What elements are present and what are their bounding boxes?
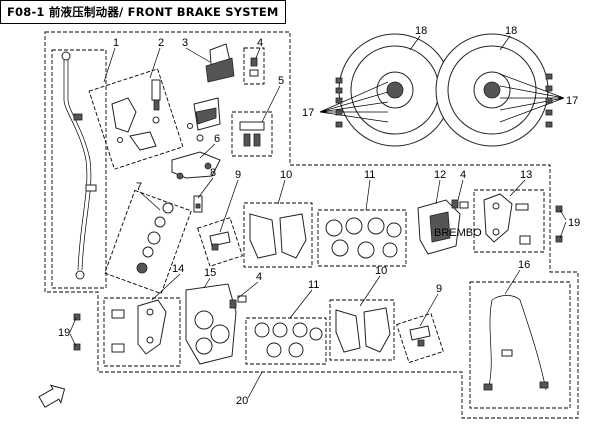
part-1-brake-hose (61, 51, 97, 280)
group-box-piston-kit-7 (104, 189, 192, 295)
part-4c-bolt (229, 295, 247, 309)
callout-11b: 11 (308, 279, 319, 291)
part-5-brake-switch (239, 121, 265, 147)
callout-3: 3 (182, 37, 188, 49)
group-box-pin-9b (396, 312, 444, 364)
part-18-brake-disc-right (435, 33, 549, 147)
callout-10a: 10 (280, 169, 292, 181)
group-box-hose-16 (469, 281, 571, 409)
part-3-reservoir (187, 43, 235, 142)
callout-17b: 17 (566, 95, 578, 107)
callout-6: 6 (214, 133, 220, 145)
callout-4a: 4 (257, 37, 263, 49)
part-19b-bolts (73, 313, 81, 351)
part-12-caliper: BREMBO (417, 199, 482, 255)
group-box-hose-1 (51, 49, 107, 289)
callout-18b: 18 (505, 25, 517, 37)
callout-1: 1 (113, 37, 119, 49)
part-6-clamp (171, 151, 221, 180)
callout-11a: 11 (364, 169, 375, 181)
callout-5: 5 (278, 75, 284, 87)
callout-10b: 10 (375, 265, 387, 277)
callout-14: 14 (172, 263, 184, 275)
callout-8: 8 (210, 167, 216, 179)
group-box-master-cylinder (88, 68, 184, 170)
svg-text:BREMBO: BREMBO (434, 227, 482, 239)
callout-7: 7 (136, 181, 142, 193)
part-8-bleeder (193, 195, 203, 213)
callout-4b: 4 (460, 169, 466, 181)
callout-20: 20 (236, 395, 248, 407)
callout-19b: 19 (58, 327, 70, 339)
leader-lines (69, 35, 567, 399)
callout-9a: 9 (235, 169, 241, 181)
callout-17a: 17 (302, 107, 314, 119)
part-10b-brake-pads (335, 307, 391, 353)
callout-12: 12 (434, 169, 446, 181)
group-box-seals-11a (317, 209, 407, 267)
part-11b-seals (254, 322, 323, 358)
assembly-boundary (44, 31, 579, 419)
group-box-seals-11b (245, 317, 327, 365)
callout-4c: 4 (256, 271, 262, 283)
callout-13: 13 (520, 169, 532, 181)
part-9a-pad-pin (209, 231, 231, 251)
group-box-bracket-14 (103, 297, 181, 367)
part-4a-bolt (243, 47, 265, 85)
callout-19a: 19 (568, 217, 580, 229)
part-2-master-cylinder (111, 79, 161, 151)
part-11a-seals (325, 217, 402, 259)
part-9b-pad-pin (409, 325, 431, 347)
part-16-brake-hose (483, 295, 549, 391)
part-15-caliper (185, 283, 237, 365)
group-box-switch-5 (231, 111, 273, 157)
part-17-disc-bolts-left (319, 77, 389, 128)
part-19a-bolts (555, 205, 563, 243)
part-7-piston-kit (136, 202, 174, 274)
part-10a-brake-pads (249, 213, 307, 259)
part-18-brake-disc-left (338, 33, 452, 147)
callout-16: 16 (518, 259, 530, 271)
part-17-disc-bolts-right (499, 73, 565, 128)
callout-15: 15 (204, 267, 216, 279)
group-box-pads-10b (329, 299, 395, 361)
part-13-bracket (483, 193, 531, 245)
front-arrow-icon (38, 384, 66, 408)
callout-2: 2 (158, 37, 164, 49)
part-14-bracket (111, 299, 167, 355)
part-4b-bolt (451, 199, 469, 209)
callout-9b: 9 (436, 283, 442, 295)
callout-18a: 18 (415, 25, 427, 37)
page-title: F08-1 前液压制动器/ FRONT BRAKE SYSTEM (0, 0, 286, 24)
